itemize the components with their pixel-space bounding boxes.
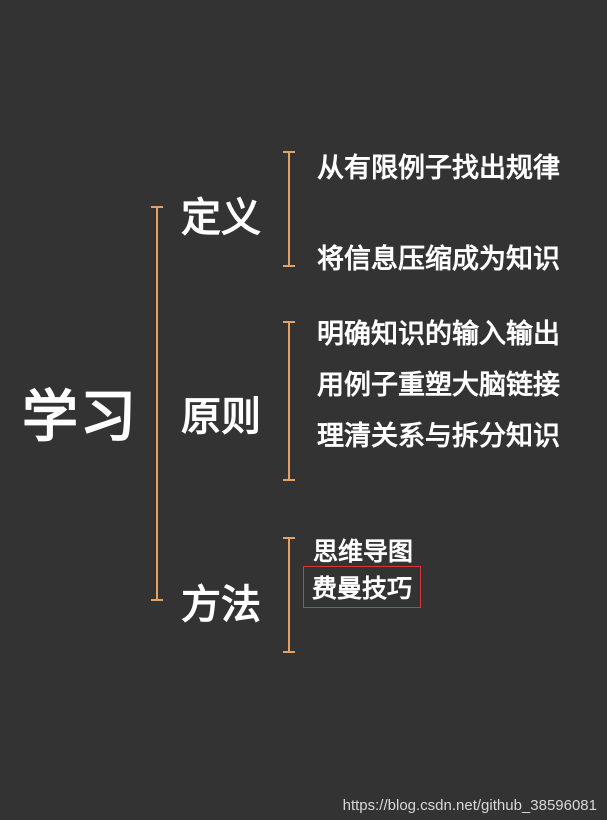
definition-item-1: 从有限例子找出规律 bbox=[317, 153, 560, 184]
branch-label-principles: 原则 bbox=[181, 394, 261, 440]
methods-item-1: 思维导图 bbox=[313, 537, 414, 566]
root-label: 学习 bbox=[22, 385, 138, 450]
principles-item-3: 理清关系与拆分知识 bbox=[317, 421, 560, 452]
definition-item-2: 将信息压缩成为知识 bbox=[317, 244, 560, 275]
principles-item-1: 明确知识的输入输出 bbox=[317, 319, 560, 350]
principles-item-2: 用例子重塑大脑链接 bbox=[317, 370, 560, 401]
methods-item-2-highlighted: 费曼技巧 bbox=[303, 566, 422, 608]
branch-label-methods: 方法 bbox=[181, 582, 261, 628]
branch-label-definition: 定义 bbox=[181, 195, 261, 241]
watermark: https://blog.csdn.net/github_38596081 bbox=[342, 797, 597, 814]
